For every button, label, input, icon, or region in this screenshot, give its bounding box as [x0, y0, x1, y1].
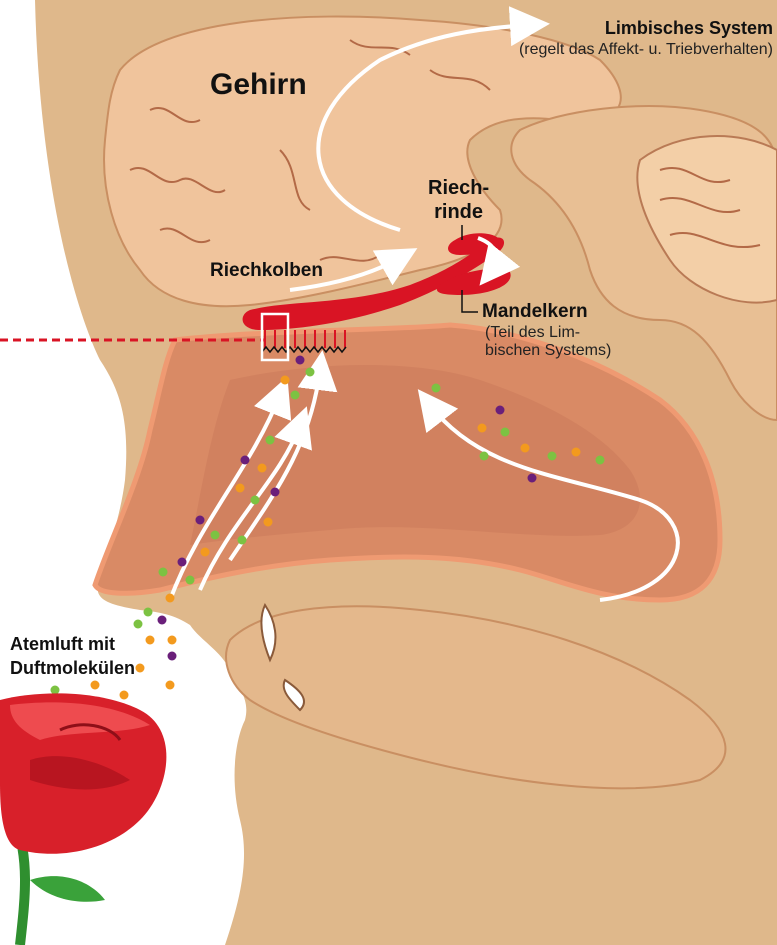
label-mandelkern-description: (Teil des Lim- bischen Systems) [485, 324, 611, 360]
label-riechrinde: Riech- rinde [428, 176, 489, 224]
label-atemluft: Atemluft mit Duftmolekülen [10, 632, 135, 680]
label-atemluft-line-2: Duftmolekülen [10, 656, 135, 680]
rose [0, 693, 166, 945]
label-gehirn: Gehirn [210, 68, 307, 102]
label-mandelkern: Mandelkern [482, 301, 588, 323]
label-riechkolben: Riechkolben [210, 260, 323, 282]
label-mandelkern-description-line-2: bischen Systems) [485, 342, 611, 360]
label-mandelkern-description-line-1: (Teil des Lim- [485, 324, 611, 342]
label-riechrinde-line-2: rinde [428, 200, 489, 224]
label-atemluft-line-1: Atemluft mit [10, 632, 135, 656]
label-limbic-system: Limbisches System [605, 18, 773, 39]
label-limbic-system-description: (regelt das Affekt- u. Triebverhalten) [519, 41, 773, 59]
label-riechrinde-line-1: Riech- [428, 176, 489, 200]
